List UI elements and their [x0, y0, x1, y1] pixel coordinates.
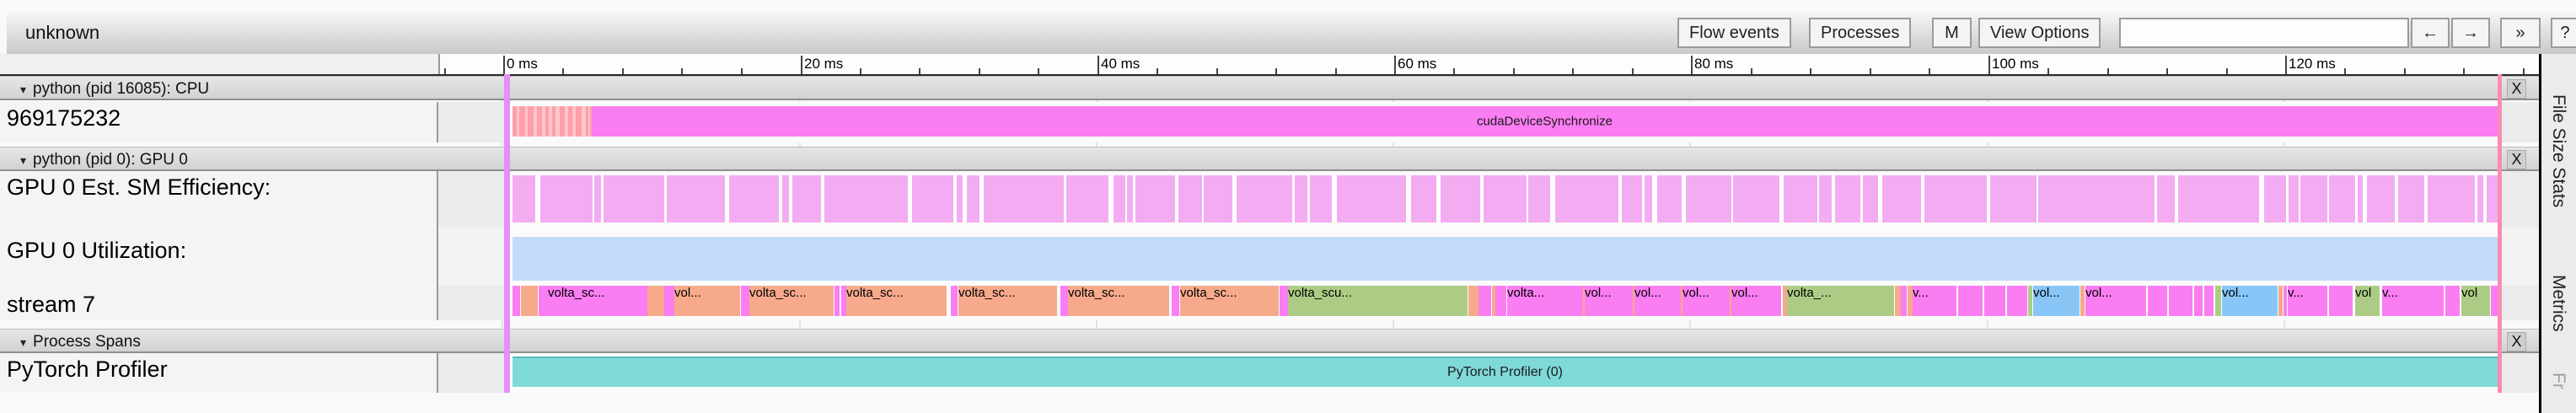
process-header-gpu[interactable]: ▾ python (pid 0): GPU 0 X — [0, 147, 2539, 171]
ruler-major-tick: 120 ms — [2285, 56, 2336, 74]
ruler-minor-tick — [1929, 68, 1931, 74]
ruler-minor-tick — [978, 68, 980, 74]
ruler-canvas: 0 ms 20 ms 40 ms 60 ms 80 ms 100 ms 120 ms — [438, 54, 2539, 74]
pre-trace-region — [438, 228, 506, 285]
ruler-minor-tick — [1869, 68, 1871, 74]
ruler-minor-tick — [681, 68, 684, 74]
utilization-canvas[interactable] — [438, 228, 2539, 285]
find-previous-button[interactable]: ← — [2411, 18, 2450, 48]
track-label-cpu-thread: 969175232 — [0, 102, 438, 142]
post-trace-region — [2502, 171, 2539, 228]
ruler-minor-tick — [740, 68, 743, 74]
sidebar-tab-metrics[interactable]: Metrics — [2549, 275, 2568, 332]
pre-trace-region — [438, 285, 506, 320]
process-header-cpu[interactable]: ▾ python (pid 16085): CPU X — [0, 76, 2539, 100]
ruler-major-tick: 0 ms — [503, 56, 538, 74]
ruler-minor-tick — [1512, 68, 1515, 74]
close-spans-track-button[interactable]: X — [2507, 332, 2526, 351]
ruler-minor-tick — [2106, 68, 2109, 74]
ruler-tick-label: 20 ms — [804, 56, 844, 72]
metadata-button[interactable]: M — [1932, 18, 1972, 48]
track-label-sm-efficiency: GPU 0 Est. SM Efficiency: — [0, 171, 438, 228]
post-trace-region — [2502, 285, 2539, 320]
track-row-stream7: stream 7 — [0, 285, 2539, 320]
find-next-button[interactable]: → — [2451, 18, 2490, 48]
ruler-minor-tick — [2522, 68, 2525, 74]
pre-trace-region — [438, 171, 506, 228]
ruler-tick-label: 80 ms — [1694, 56, 1734, 72]
track-row-cpu-thread: 969175232 — [0, 102, 2539, 142]
pre-trace-region — [438, 353, 506, 393]
post-trace-region — [2502, 228, 2539, 285]
flow-events-button[interactable]: Flow events — [1677, 18, 1791, 48]
sm-efficiency-canvas[interactable] — [438, 171, 2539, 228]
ruler-minor-tick — [562, 68, 565, 74]
expand-panel-button[interactable]: » — [2500, 18, 2541, 48]
toolbar: unknown Flow events Processes M View Opt… — [7, 12, 2576, 54]
trace-title: unknown — [25, 22, 100, 43]
stream7-canvas[interactable] — [438, 285, 2539, 320]
ruler-minor-tick — [1038, 68, 1040, 74]
ruler-major-tick: 100 ms — [1988, 56, 2039, 74]
process-header-gpu-label: python (pid 0): GPU 0 — [33, 151, 188, 169]
ruler-minor-tick — [1157, 68, 1159, 74]
collapse-icon[interactable]: ▾ — [20, 335, 27, 349]
ruler-tick-label: 0 ms — [507, 56, 538, 72]
ruler-tick-label: 120 ms — [2289, 56, 2336, 72]
ruler-minor-tick — [2166, 68, 2169, 74]
ruler-minor-tick — [1810, 68, 1812, 74]
track-label-utilization: GPU 0 Utilization: — [0, 228, 438, 285]
ruler-minor-tick — [919, 68, 921, 74]
collapse-icon[interactable]: ▾ — [20, 153, 27, 167]
help-button[interactable]: ? — [2551, 18, 2576, 48]
ruler-minor-tick — [1275, 68, 1278, 74]
ruler-minor-tick — [2047, 68, 2050, 74]
ruler-minor-tick — [443, 68, 446, 74]
track-label-profiler: PyTorch Profiler — [0, 353, 438, 393]
ruler-major-tick: 60 ms — [1394, 56, 1436, 74]
ruler-major-tick: 20 ms — [801, 56, 843, 74]
search-input[interactable] — [2119, 18, 2409, 48]
sidebar-tab-fr[interactable]: Fr — [2549, 373, 2568, 389]
track-row-sm-efficiency: GPU 0 Est. SM Efficiency: — [0, 171, 2539, 228]
ruler-tick-label: 100 ms — [1992, 56, 2039, 72]
track-row-profiler: PyTorch Profiler — [0, 353, 2539, 393]
track-label-stream7: stream 7 — [0, 285, 438, 320]
ruler-minor-tick — [2225, 68, 2228, 74]
process-header-spans[interactable]: ▾ Process Spans X — [0, 329, 2539, 353]
ruler-minor-tick — [1216, 68, 1218, 74]
ruler-minor-tick — [621, 68, 624, 74]
ruler-minor-tick — [1453, 68, 1456, 74]
ruler-minor-tick — [859, 68, 861, 74]
sidebar-tab-file-size-stats[interactable]: File Size Stats — [2549, 94, 2568, 208]
process-header-spans-label: Process Spans — [33, 333, 141, 351]
timeline-ruler: 0 ms 20 ms 40 ms 60 ms 80 ms 100 ms 120 ms — [0, 54, 2539, 76]
collapse-icon[interactable]: ▾ — [20, 83, 27, 96]
profiler-canvas[interactable] — [438, 353, 2539, 393]
ruler-minor-tick — [2403, 68, 2406, 74]
cpu-thread-canvas[interactable] — [438, 102, 2539, 142]
post-trace-region — [2502, 102, 2539, 142]
ruler-minor-tick — [1334, 68, 1337, 74]
close-cpu-track-button[interactable]: X — [2507, 79, 2526, 99]
ruler-minor-tick — [2344, 68, 2347, 74]
ruler-minor-tick — [1750, 68, 1752, 74]
process-header-cpu-label: python (pid 16085): CPU — [33, 80, 210, 98]
ruler-tick-label: 40 ms — [1101, 56, 1140, 72]
post-trace-region — [2502, 353, 2539, 393]
pre-trace-region — [438, 102, 506, 142]
ruler-tick-label: 60 ms — [1398, 56, 1437, 72]
ruler-major-tick: 80 ms — [1691, 56, 1733, 74]
view-options-button[interactable]: View Options — [1978, 18, 2101, 48]
track-row-utilization: GPU 0 Utilization: — [0, 228, 2539, 285]
close-gpu-track-button[interactable]: X — [2507, 150, 2526, 169]
ruler-minor-tick — [1631, 68, 1634, 74]
ruler-minor-tick — [2463, 68, 2466, 74]
ruler-minor-tick — [1572, 68, 1575, 74]
processes-button[interactable]: Processes — [1809, 18, 1912, 48]
ruler-major-tick: 40 ms — [1097, 56, 1140, 74]
